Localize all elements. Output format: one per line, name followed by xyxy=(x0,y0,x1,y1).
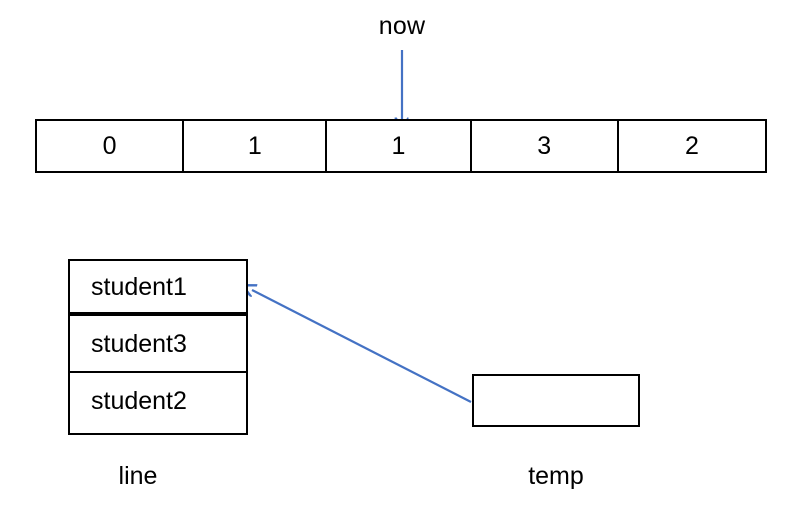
temp-box[interactable] xyxy=(472,374,640,427)
array-cell-3[interactable]: 3 xyxy=(472,121,619,171)
array-cell-0[interactable]: 0 xyxy=(37,121,185,171)
array-cell-4[interactable]: 2 xyxy=(684,132,699,160)
list-container: student1 student3 student2 xyxy=(68,259,248,435)
list-row-student1[interactable]: student1 xyxy=(70,261,246,316)
temp-to-student1-arrow xyxy=(252,290,472,403)
array-cell-2[interactable]: 1 xyxy=(327,121,472,171)
list-row-student3[interactable]: student3 xyxy=(70,316,246,373)
list-row-student2[interactable]: student2 xyxy=(91,387,187,415)
list-caption: line xyxy=(118,462,158,490)
array-cell-1[interactable]: 1 xyxy=(184,121,328,171)
array-container: 0 1 1 3 2 xyxy=(35,119,767,173)
now-label: now xyxy=(378,12,426,40)
temp-caption: temp xyxy=(528,462,584,490)
